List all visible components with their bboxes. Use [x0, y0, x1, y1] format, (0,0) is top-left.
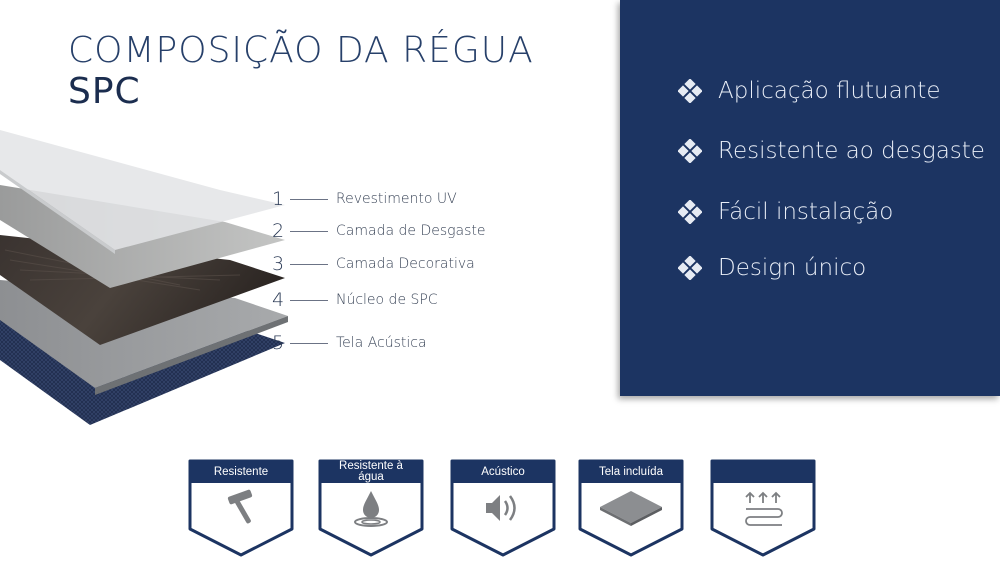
layer-label-4: 4 Núcleo de SPC — [272, 288, 438, 312]
layer-text: Camada Decorativa — [336, 256, 475, 272]
badge-label: Acústico — [481, 465, 525, 478]
badge-acustico: Acústico — [450, 459, 556, 557]
feature-label: Resistente ao desgaste — [718, 138, 985, 164]
leader-line — [290, 342, 328, 344]
feature-item: Resistente ao desgaste — [678, 138, 985, 164]
layer-label-1: 1 Revestimento UV — [272, 187, 457, 211]
badge-label — [710, 461, 816, 483]
layer-text: Camada de Desgaste — [336, 223, 486, 239]
diamond-bullet-icon — [678, 79, 702, 103]
diamond-bullet-icon — [678, 200, 702, 224]
hammer-icon — [227, 489, 253, 524]
layer-number: 1 — [272, 188, 285, 210]
diamond-bullet-icon — [678, 256, 702, 280]
badge-label: Resistente à água — [339, 460, 403, 483]
title-line-1: COMPOSIÇÃO DA RÉGUA — [68, 30, 534, 71]
badge-label: Resistente — [213, 465, 269, 478]
layer-label-2: 2 Camada de Desgaste — [272, 219, 486, 243]
leader-line — [290, 263, 328, 265]
feature-item: Aplicação flutuante — [678, 78, 940, 104]
feature-label: Fácil instalação — [718, 199, 894, 225]
water-drop-icon — [354, 491, 388, 527]
underlay-sheet-icon — [600, 491, 662, 526]
title-line-2: SPC — [68, 71, 141, 112]
spc-layers-illustration — [0, 130, 288, 425]
leader-line — [290, 299, 328, 301]
badge-aquecimento — [710, 459, 816, 557]
layer-number: 4 — [272, 289, 285, 311]
feature-label: Design único — [718, 255, 867, 281]
speaker-icon — [486, 495, 516, 521]
layer-text: Núcleo de SPC — [336, 292, 438, 308]
feature-label: Aplicação flutuante — [718, 78, 941, 104]
layer-text: Tela Acústica — [336, 335, 427, 351]
layer-label-3: 3 Camada Decorativa — [272, 252, 475, 276]
leader-line — [290, 230, 328, 232]
feature-item: Fácil instalação — [678, 199, 893, 225]
badge-resistente: Resistente — [188, 459, 294, 557]
badge-label: Tela incluída — [599, 465, 663, 478]
underfloor-heating-icon — [745, 491, 783, 526]
layer-number: 3 — [272, 253, 285, 275]
page-title: COMPOSIÇÃO DA RÉGUA SPC — [68, 30, 534, 112]
layer-label-5: 5 Tela Acústica — [272, 331, 427, 355]
features-panel: Aplicação flutuante Resistente ao desgas… — [620, 0, 1000, 396]
layer-number: 5 — [272, 332, 285, 354]
layer-text: Revestimento UV — [336, 191, 457, 207]
layer-number: 2 — [272, 220, 285, 242]
leader-line — [290, 198, 328, 200]
diamond-bullet-icon — [678, 139, 702, 163]
layer-1-shape — [0, 130, 285, 250]
feature-item: Design único — [678, 255, 866, 281]
badge-resistente-agua: Resistente à água — [318, 459, 424, 557]
badge-tela-incluida: Tela incluída — [578, 459, 684, 557]
